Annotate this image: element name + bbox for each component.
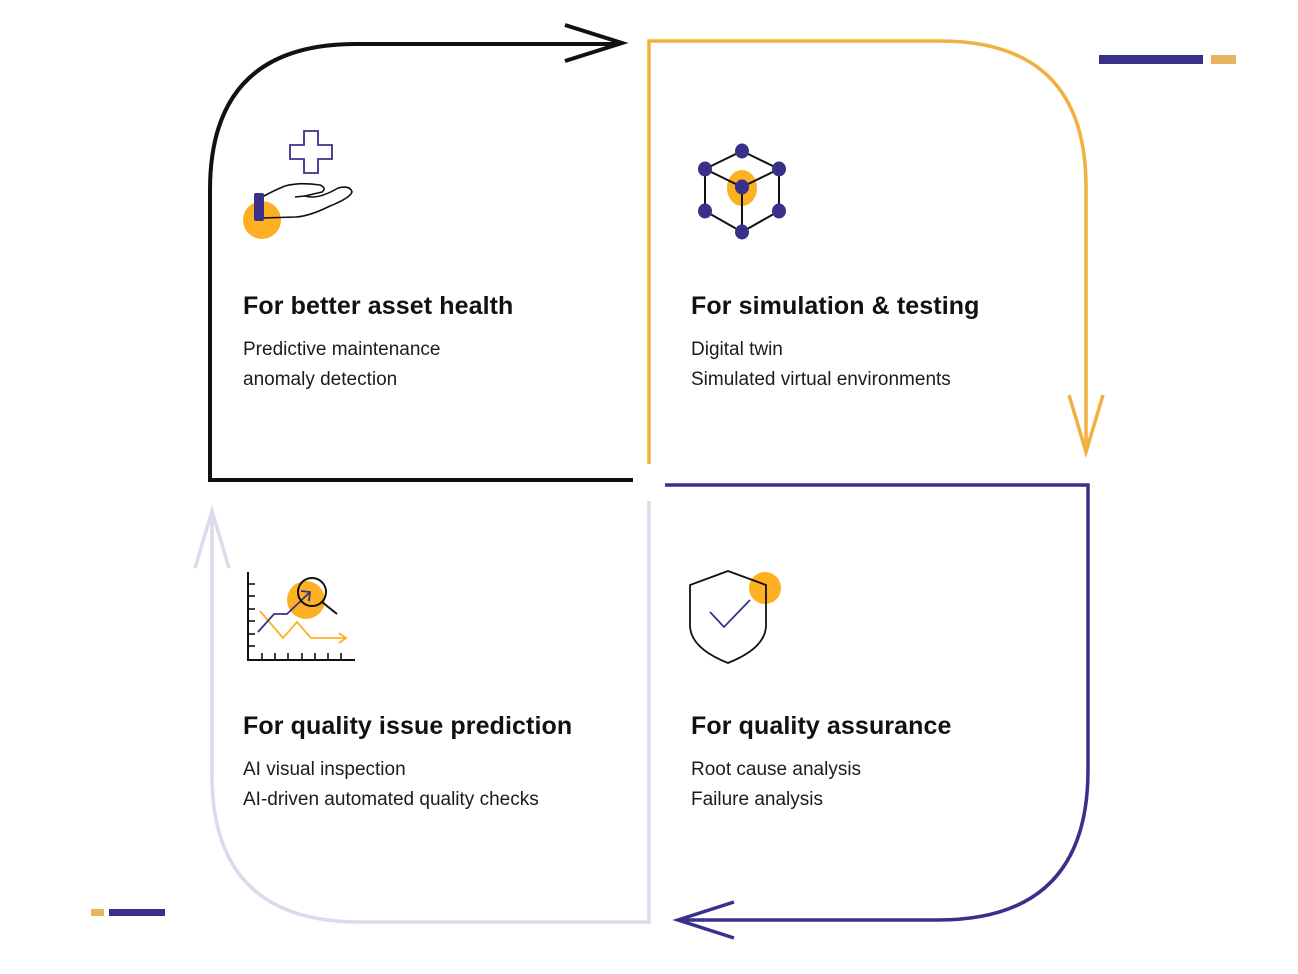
chart-magnifier-icon bbox=[247, 572, 355, 661]
quality-assurance-border bbox=[665, 483, 1090, 922]
card-line: AI visual inspection bbox=[243, 759, 406, 780]
card-line: Simulated virtual environments bbox=[691, 369, 951, 390]
card-title: For better asset health bbox=[243, 292, 514, 320]
card-title: For simulation & testing bbox=[691, 292, 980, 320]
card-asset-health: For better asset health Predictive maint… bbox=[243, 292, 513, 395]
accent-bar-indigo-top bbox=[1099, 55, 1203, 64]
simulation-border bbox=[647, 39, 1088, 464]
arrow-left-icon bbox=[672, 900, 735, 940]
card-title: For quality assurance bbox=[691, 712, 952, 740]
card-line: AI-driven automated quality checks bbox=[243, 789, 539, 810]
card-simulation-testing: For simulation & testing Digital twin Si… bbox=[691, 292, 980, 395]
card-quality-issue-prediction: For quality issue prediction AI visual i… bbox=[243, 712, 572, 815]
accent-bar-gold-bottom bbox=[91, 909, 104, 916]
card-line: Predictive maintenance bbox=[243, 339, 441, 360]
hand-with-medical-cross-icon bbox=[243, 130, 353, 239]
accent-bar-indigo-bottom bbox=[109, 909, 165, 916]
cube-network-icon bbox=[698, 143, 786, 240]
card-line: Digital twin bbox=[691, 339, 783, 360]
arrow-up-icon bbox=[193, 504, 231, 569]
arrow-down-icon bbox=[1067, 394, 1105, 459]
quality-prediction-border bbox=[210, 501, 651, 924]
arrow-right-icon bbox=[564, 23, 629, 63]
card-quality-assurance: For quality assurance Root cause analysi… bbox=[691, 712, 952, 815]
card-line: anomaly detection bbox=[243, 369, 398, 390]
shield-check-icon bbox=[689, 570, 781, 664]
accent-bar-gold-top bbox=[1211, 55, 1236, 64]
card-line: Root cause analysis bbox=[691, 759, 862, 780]
card-title: For quality issue prediction bbox=[243, 712, 573, 740]
card-line: Failure analysis bbox=[691, 789, 823, 810]
asset-health-border bbox=[208, 42, 633, 482]
